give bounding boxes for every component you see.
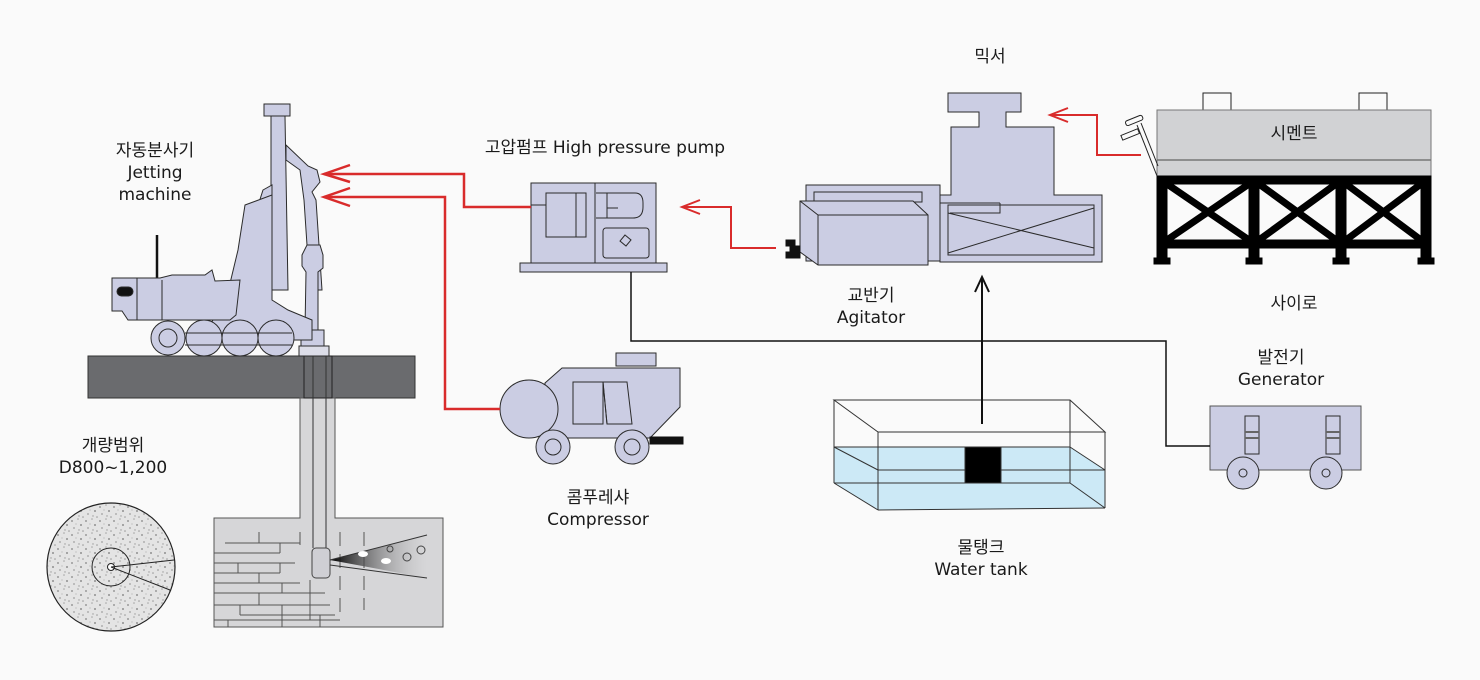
improvement-range-circle [46,502,176,632]
arrowhead-pump [679,199,701,215]
arrowhead-lower [320,186,351,208]
label-pump-text: 고압펌프 High pressure pump [484,138,726,158]
water-tank [832,399,1107,511]
label-generator-ko: 발전기 [1257,348,1305,368]
high-pressure-pump [519,182,668,273]
label-silo: 사이로 [1271,293,1318,315]
borehole-soil [213,355,444,628]
label-range: 개량범위 D800~1,200 [59,435,167,479]
silo-feed-pipe [1120,114,1159,177]
flow-silo-to-mixer [1050,114,1141,156]
label-agitator: 교반기 Agitator [837,285,905,329]
label-compressor-en: Compressor [547,510,649,530]
label-silo-tank-text: 시멘트 [1270,124,1318,144]
generator [1209,405,1362,490]
label-water-tank-en: Water tank [934,560,1028,580]
label-generator-en: Generator [1237,370,1325,390]
label-mixer-ko: 믹서 [974,47,1006,67]
jetting-machine [111,103,330,357]
label-pump: 고압펌프 High pressure pump [485,137,725,159]
ground-slab [87,355,416,399]
arrowhead-upper [319,163,351,184]
label-compressor: 콤푸레샤 Compressor [547,487,649,531]
arrowhead-water [974,274,990,293]
label-range-value: D800~1,200 [58,458,168,478]
label-jetting-machine: 자동분사기 Jetting machine [116,140,194,206]
label-jetting-en1: Jetting [127,163,183,183]
flow-compressor-to-jetting [324,195,500,411]
label-water-tank-ko: 물탱크 [957,538,1005,558]
flow-lines [319,107,1210,447]
flow-agitator-to-pump [682,206,776,249]
label-range-ko: 개량범위 [81,436,145,456]
label-jetting-en2: machine [118,185,192,205]
water-pump-block [964,446,1002,484]
jet-spray [330,535,427,578]
label-mixer: 믹서 [974,46,1005,68]
agitator [785,184,941,266]
label-silo-ko: 사이로 [1270,294,1318,314]
label-generator: 발전기 Generator [1238,347,1324,391]
arrowhead-mixer [1047,107,1069,123]
cement-silo [1120,92,1435,265]
label-agitator-ko: 교반기 [847,286,895,306]
label-water-tank: 물탱크 Water tank [934,537,1027,581]
flow-pump-to-jetting [324,172,531,209]
mixer [939,92,1103,263]
label-compressor-ko: 콤푸레샤 [566,488,630,508]
label-jetting-ko: 자동분사기 [115,141,195,161]
label-agitator-en: Agitator [836,308,906,328]
compressor [499,352,684,465]
power-line-generator [630,272,1210,447]
label-silo-tank: 시멘트 [1271,123,1318,145]
jet-nozzle [311,547,331,579]
